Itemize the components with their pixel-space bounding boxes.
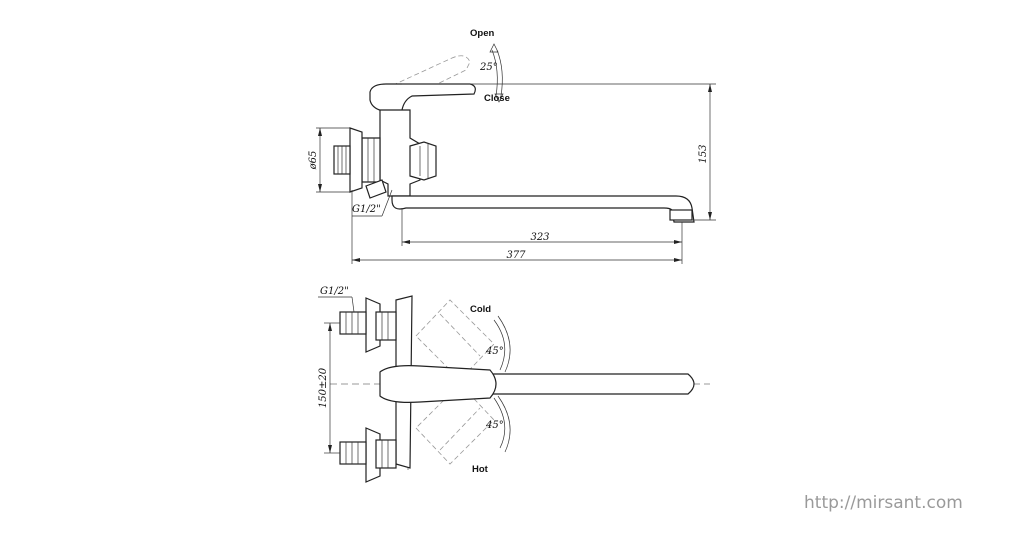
side-view: 153 ø65 G1/2" 323 377 25° Open Close [308, 28, 716, 264]
handle-hot-ghost [415, 383, 495, 465]
dim-thread-top: G1/2" [320, 286, 349, 297]
watermark-url: http://mirsant.com [804, 493, 963, 513]
label-close: Close [484, 93, 510, 104]
lever-open-ghost [377, 55, 471, 107]
dim-height: 153 [698, 144, 709, 163]
dim-thread-side: G1/2" [352, 204, 381, 215]
label-open: Open [470, 28, 494, 39]
dim-center-distance: 150±20 [318, 367, 329, 408]
lower-thread [339, 441, 367, 465]
dim-rotation-cold: 45° [485, 346, 504, 357]
dim-flange-diameter: ø65 [308, 151, 319, 171]
diverter-knob [409, 141, 437, 181]
lever-handle [369, 83, 476, 113]
eccentric-nut [361, 137, 381, 183]
shower-outlet [365, 179, 387, 199]
upper-thread [339, 311, 367, 335]
dim-rotation-hot: 45° [485, 420, 504, 431]
upper-nut [375, 311, 397, 341]
top-view: G1/2" 150±20 45° 45° Cold Hot [318, 286, 710, 483]
dim-lever-angle: 25° [479, 62, 498, 73]
wall-flange [349, 127, 363, 193]
lower-nut [375, 439, 397, 469]
spout [391, 195, 695, 223]
label-cold: Cold [470, 304, 491, 315]
label-hot: Hot [472, 464, 489, 475]
dim-total-length: 377 [506, 250, 526, 261]
dim-spout-length: 323 [530, 232, 549, 243]
handle-cold-ghost [415, 299, 495, 381]
lever-handle-top [379, 365, 497, 403]
